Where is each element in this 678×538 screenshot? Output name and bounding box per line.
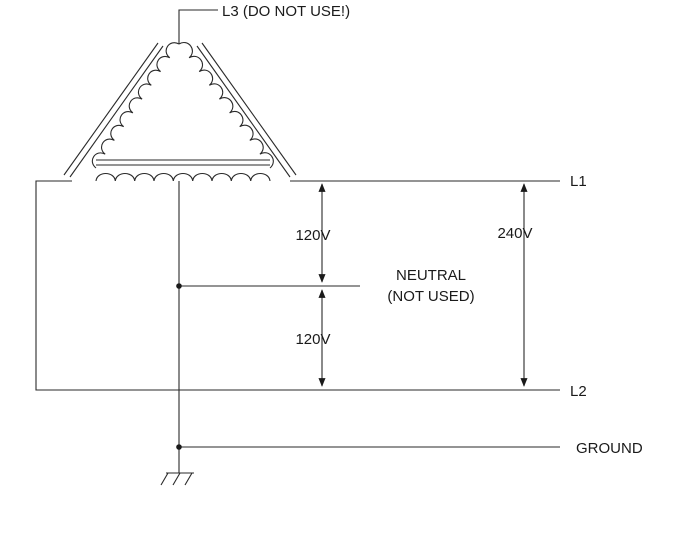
ground-label: GROUND: [576, 440, 643, 457]
neutral-label: NEUTRAL: [396, 267, 466, 284]
upper-voltage-label: 120V: [295, 227, 330, 244]
l2-label: L2: [570, 383, 587, 400]
ground-symbol: [160, 472, 194, 486]
lower-voltage-label: 120V: [295, 331, 330, 348]
right-winding-coil: [178, 42, 274, 169]
total-voltage-label: 240V: [497, 225, 532, 242]
delta-transformer-windings: [63, 42, 297, 182]
left-winding-coil: [91, 42, 180, 169]
l1-label: L1: [570, 173, 587, 190]
center-tap-wire: [176, 181, 560, 473]
l3-lead: [178, 9, 218, 44]
neutral-not-used-label: (NOT USED): [387, 288, 474, 305]
l1-wire: [35, 180, 560, 391]
bottom-winding-coil: [95, 172, 271, 182]
l3-label: L3 (DO NOT USE!): [222, 3, 350, 20]
